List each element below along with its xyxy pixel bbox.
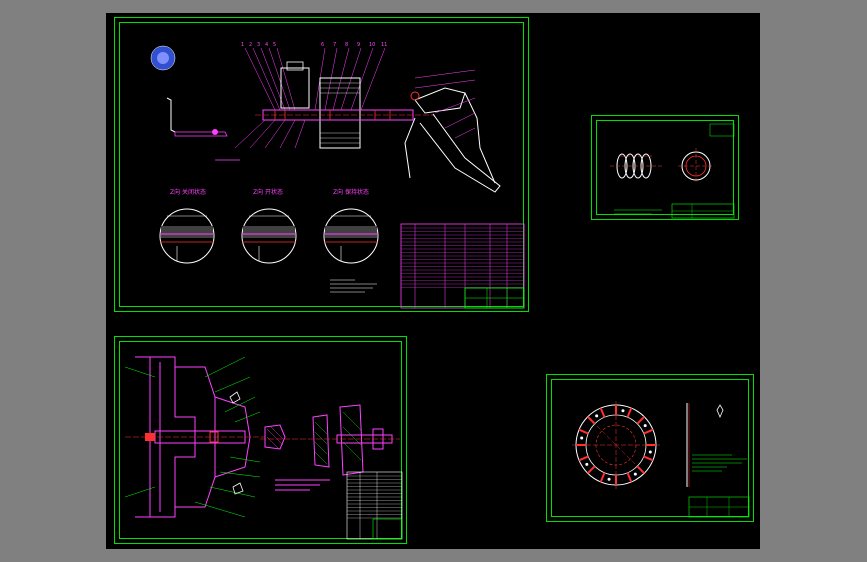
clutch-drawing [124, 356, 403, 540]
clutch-sheet[interactable] [114, 336, 407, 544]
clutch-parts-list [346, 471, 403, 540]
booster-housing [319, 77, 361, 149]
clutch-sheet-border [119, 341, 402, 539]
svg-text:7: 7 [333, 42, 336, 48]
disc-sheet[interactable] [546, 374, 754, 522]
clutch-title-block [372, 518, 403, 540]
svg-text:1: 1 [241, 42, 244, 48]
pedal-lever-left [166, 97, 176, 133]
svg-text:3: 3 [257, 42, 260, 48]
assembly-sheet-border [119, 22, 524, 307]
clutch-notes [275, 479, 330, 491]
spring-title-block [671, 203, 735, 219]
svg-text:11: 11 [381, 42, 387, 48]
disc-drawing [572, 401, 750, 518]
section-label-open: Z向 开状态 [253, 189, 284, 196]
svg-text:6: 6 [321, 42, 324, 48]
assembly-parts-list [400, 223, 525, 309]
disc-notes [692, 454, 747, 472]
disc-title-block [688, 496, 750, 518]
section-detail-circles [159, 208, 379, 264]
disc-sheet-border [551, 379, 749, 517]
master-cylinder-reservoir [280, 67, 310, 109]
clutch-detail-parts [260, 404, 400, 476]
svg-text:8: 8 [345, 42, 348, 48]
spring-sheet-border [596, 120, 734, 215]
svg-text:4: 4 [265, 42, 268, 48]
svg-text:2: 2 [249, 42, 252, 48]
assembly-title-block [464, 287, 525, 309]
svg-text:10: 10 [369, 42, 375, 48]
spring-sheet[interactable] [591, 115, 739, 220]
section-label-hold: Z向 保持状态 [333, 189, 370, 196]
pedal-arm [414, 87, 466, 114]
tech-notes [330, 279, 377, 293]
svg-text:5: 5 [273, 42, 276, 48]
svg-text:9: 9 [357, 42, 360, 48]
section-label-closed: Z向 关闭状态 [170, 189, 207, 196]
leader-lines-top [244, 47, 386, 111]
spring-drawing [610, 123, 735, 219]
